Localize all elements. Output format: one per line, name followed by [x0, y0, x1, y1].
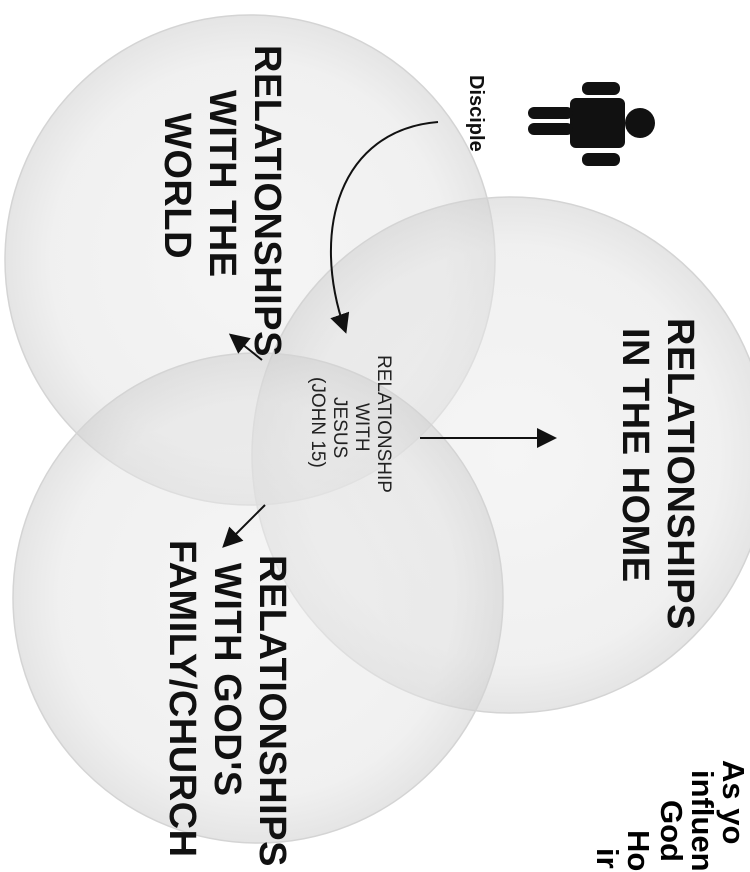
svg-text:RELATIONSHIP: RELATIONSHIP: [373, 355, 394, 493]
arrow-disciple-to-jesus: [329, 121, 439, 334]
svg-text:(JOHN 15): (JOHN 15): [307, 377, 328, 468]
svg-text:WITH GOD'S: WITH GOD'S: [206, 563, 248, 797]
church-label: RELATIONSHIPS WITH GOD'S FAMILY/CHURCH: [161, 540, 293, 867]
world-label: RELATIONSHIPS WITH THE WORLD: [156, 45, 288, 357]
arrow-to-world: [228, 333, 263, 361]
svg-text:JESUS: JESUS: [329, 397, 350, 458]
footer-fragment-3: God: [654, 800, 689, 862]
circle-church: [12, 352, 504, 844]
disciple-label: Disciple: [465, 75, 487, 152]
disciple-figure-icon: [528, 82, 655, 166]
home-label: RELATIONSHIPS IN THE HOME: [614, 318, 701, 630]
svg-text:RELATIONSHIPS: RELATIONSHIPS: [251, 555, 293, 867]
svg-text:RELATIONSHIPS: RELATIONSHIPS: [246, 45, 288, 357]
footer-fragment-5: ir: [590, 848, 625, 869]
svg-text:WITH: WITH: [351, 403, 372, 452]
center-label: RELATIONSHIP WITH JESUS (JOHN 15): [307, 355, 394, 493]
footer-fragment-1: As yo: [716, 760, 750, 844]
svg-text:WORLD: WORLD: [156, 113, 198, 259]
footer-fragment-2: influen: [685, 770, 720, 872]
footer-fragment-4: Ho: [621, 830, 656, 871]
arrow-to-church: [222, 504, 266, 548]
footer-text-fragments: As yo influen God Ho ir: [590, 760, 750, 872]
svg-text:IN THE HOME: IN THE HOME: [614, 328, 656, 583]
svg-text:WITH THE: WITH THE: [201, 90, 243, 278]
svg-text:FAMILY/CHURCH: FAMILY/CHURCH: [161, 540, 203, 858]
svg-text:RELATIONSHIPS: RELATIONSHIPS: [659, 318, 701, 630]
